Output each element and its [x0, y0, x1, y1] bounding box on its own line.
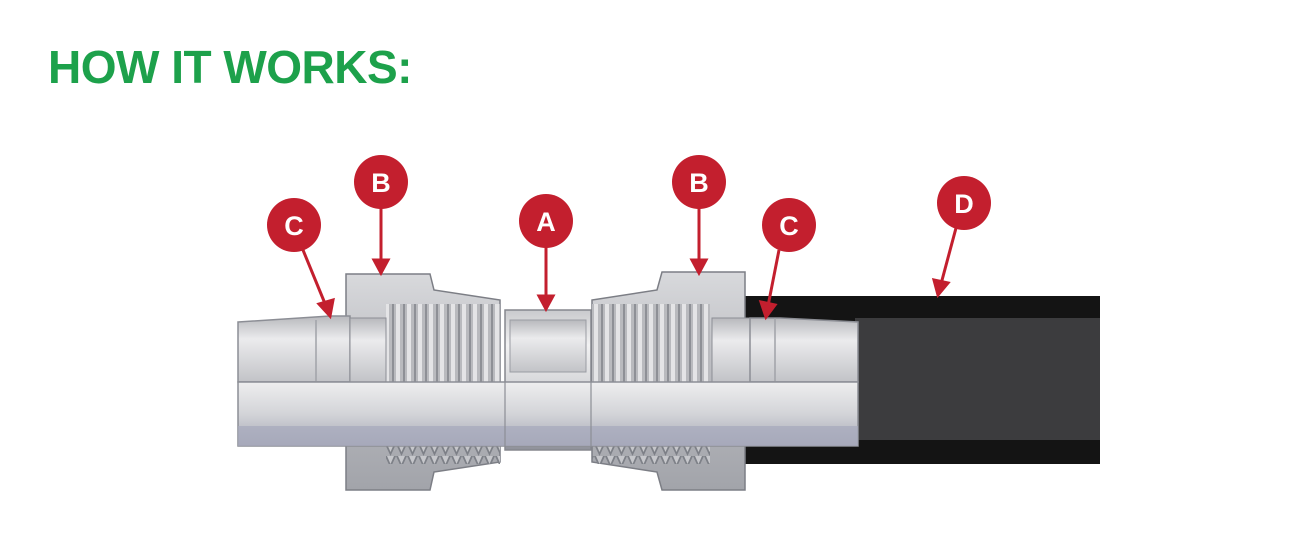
- callout-c-left-label: C: [284, 211, 304, 241]
- callout-a-label: A: [536, 207, 556, 237]
- callout-c-left: C: [267, 198, 321, 252]
- callout-b-left: B: [354, 155, 408, 209]
- callout-b-right-label: B: [689, 168, 709, 198]
- arrowhead-b-left: [371, 258, 391, 277]
- callout-leaders: [301, 207, 958, 321]
- arrowhead-c-left: [316, 297, 335, 320]
- callout-d: D: [937, 176, 991, 230]
- inner-tube-lower: [237, 381, 859, 447]
- callout-b-right: B: [672, 155, 726, 209]
- arrowhead-a: [536, 294, 556, 313]
- leader-c-right: [766, 249, 781, 307]
- page-title: HOW IT WORKS:: [48, 41, 413, 93]
- leader-c-left: [301, 249, 328, 307]
- ferrule-left: [237, 315, 387, 383]
- arrowhead-d: [931, 278, 951, 299]
- callout-a: A: [519, 194, 573, 248]
- arrowhead-c-right: [758, 299, 778, 321]
- callout-c-right-label: C: [779, 211, 799, 241]
- arrowhead-b-right: [689, 258, 709, 277]
- leader-d: [939, 227, 958, 285]
- ferrule-right: [711, 317, 859, 383]
- callout-b-left-label: B: [371, 168, 391, 198]
- callout-c-right: C: [762, 198, 816, 252]
- callout-d-label: D: [954, 189, 974, 219]
